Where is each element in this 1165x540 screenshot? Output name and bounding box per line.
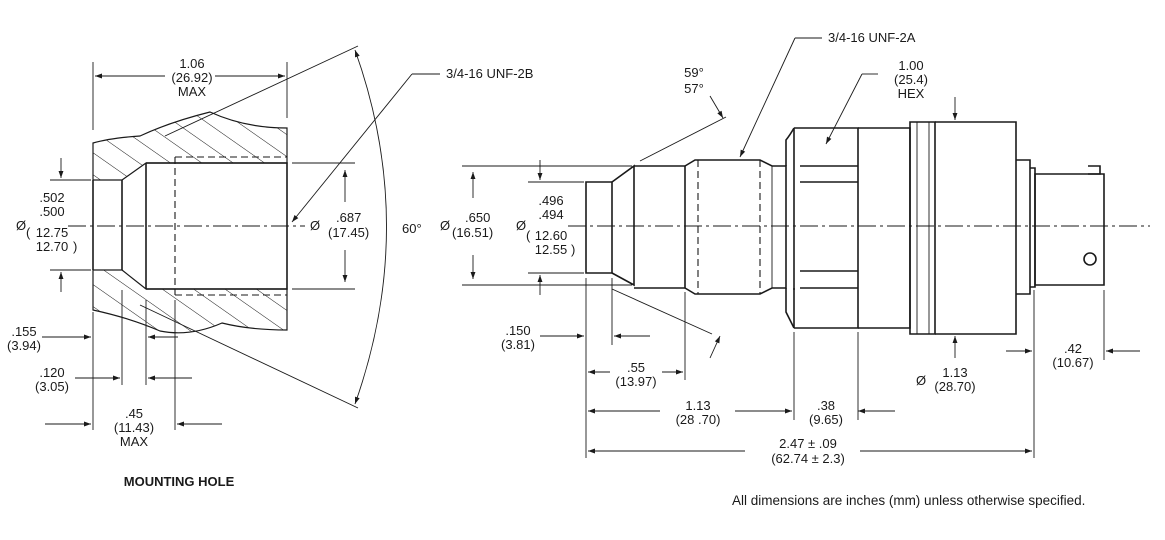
- dim-38-in: .38: [817, 398, 835, 413]
- sensor-drawing: 3/4-16 UNF-2A 59° 57° 1.00 (25.4) HEX Ø …: [440, 30, 1150, 466]
- dim-120-mm: (3.05): [35, 379, 69, 394]
- dim-247-in: 2.47 ± .09: [779, 436, 837, 451]
- dim-113-len-in: 1.13: [685, 398, 710, 413]
- sensor-angle-upper: 59°: [684, 65, 704, 80]
- tip-dia-symbol: Ø: [516, 218, 526, 233]
- tip-paren-open: (: [526, 228, 531, 243]
- tip-in-upper: .496: [538, 193, 563, 208]
- depth-mm: (26.92): [171, 70, 212, 85]
- body-dia-symbol: Ø: [916, 373, 926, 388]
- dim-150-in: .150: [505, 323, 530, 338]
- hole-angle: 60°: [402, 221, 422, 236]
- bore-in-upper: .502: [39, 190, 64, 205]
- hex-label: HEX: [898, 86, 925, 101]
- dim-55-in: .55: [627, 360, 645, 375]
- bore-mm-upper: 12.75: [36, 225, 69, 240]
- sensor-angle-lower: 57°: [684, 81, 704, 96]
- tip-in-lower: .494: [538, 207, 563, 222]
- dim-247-mm: (62.74 ± 2.3): [771, 451, 845, 466]
- dim-155-mm: (3.94): [7, 338, 41, 353]
- body-dia-in: 1.13: [942, 365, 967, 380]
- dim-42-mm: (10.67): [1052, 355, 1093, 370]
- dim-55-mm: (13.97): [615, 374, 656, 389]
- dim-45-in: .45: [125, 406, 143, 421]
- mounting-hole-title: MOUNTING HOLE: [124, 474, 235, 489]
- bore-dia-symbol: Ø: [16, 218, 26, 233]
- bore-paren-close: ): [73, 239, 77, 254]
- dim-155-in: .155: [11, 324, 36, 339]
- hole-thread-dia-mm: (17.45): [328, 225, 369, 240]
- depth-max: MAX: [178, 84, 207, 99]
- bore-paren-open: (: [26, 225, 31, 240]
- hole-thread-dia-in: .687: [336, 210, 361, 225]
- bottom-wall-hatch: [92, 269, 288, 334]
- tip-mm-lower: 12.55: [535, 242, 568, 257]
- dim-113-len-mm: (28 .70): [676, 412, 721, 427]
- footnote: All dimensions are inches (mm) unless ot…: [732, 493, 1085, 508]
- hole-thread-spec: 3/4-16 UNF-2B: [446, 66, 533, 81]
- dim-38-mm: (9.65): [809, 412, 843, 427]
- sensor-thread-dia-symbol: Ø: [440, 218, 450, 233]
- mounting-hole-section: 1.06 (26.92) MAX 3/4-16 UNF-2B Ø .687 (1…: [7, 45, 533, 489]
- dim-150-mm: (3.81): [501, 337, 535, 352]
- bore-mm-lower: 12.70: [36, 239, 69, 254]
- top-wall-hatch: [92, 111, 288, 181]
- sensor-thread-spec: 3/4-16 UNF-2A: [828, 30, 916, 45]
- depth-in: 1.06: [179, 56, 204, 71]
- hole-thread-dia-symbol: Ø: [310, 218, 320, 233]
- dim-42-in: .42: [1064, 341, 1082, 356]
- body-dia-mm: (28.70): [934, 379, 975, 394]
- sensor-thread-dia-mm: (16.51): [452, 225, 493, 240]
- dim-120-in: .120: [39, 365, 64, 380]
- bore-in-lower: .500: [39, 204, 64, 219]
- tip-paren-close: ): [571, 242, 575, 257]
- dim-45-max: MAX: [120, 434, 149, 449]
- dim-45-mm: (11.43): [114, 420, 154, 435]
- hex-in: 1.00: [898, 58, 923, 73]
- tip-mm-upper: 12.60: [535, 228, 568, 243]
- hex-mm: (25.4): [894, 72, 928, 87]
- sensor-thread-dia-in: .650: [465, 210, 490, 225]
